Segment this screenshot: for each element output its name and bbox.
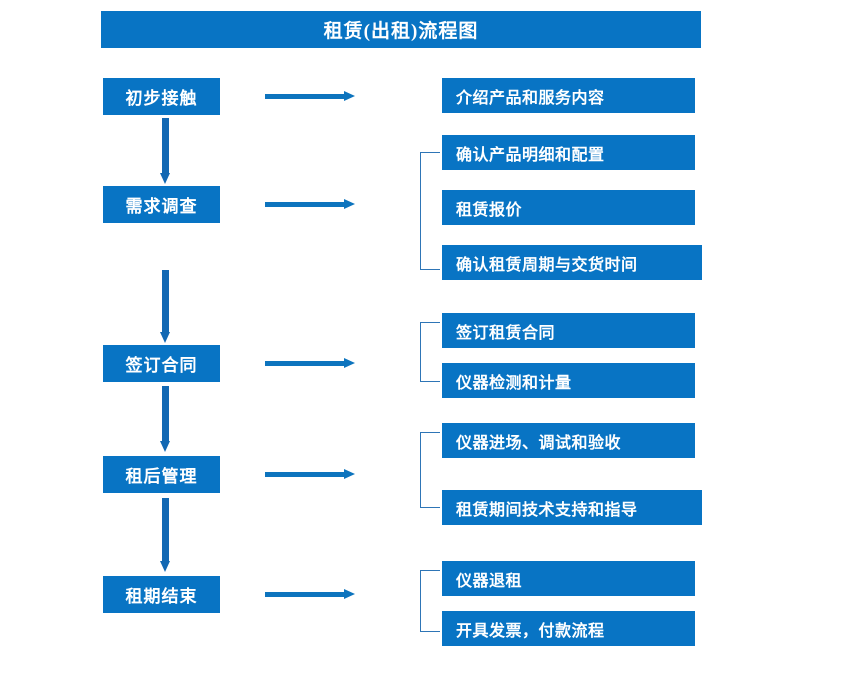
detail-box-confirm-lease-period[interactable]: 确认租赁周期与交货时间	[442, 245, 702, 280]
detail-box-instrument-return[interactable]: 仪器退租	[442, 561, 695, 596]
detail-box-instrument-entry-commissioning[interactable]: 仪器进场、调试和验收	[442, 423, 695, 458]
arrow-head	[160, 561, 170, 572]
arrow-head	[344, 91, 355, 101]
diagram-title: 租赁(出租)流程图	[101, 11, 701, 48]
arrow-head	[344, 589, 355, 599]
detail-box-technical-support[interactable]: 租赁期间技术支持和指导	[442, 490, 702, 525]
group-bracket-lease-end	[420, 570, 440, 632]
stage-box-requirement-survey[interactable]: 需求调查	[103, 186, 220, 223]
horizontal-arrow-requirement-survey	[265, 199, 355, 210]
detail-box-instrument-inspection[interactable]: 仪器检测和计量	[442, 363, 695, 398]
arrow-head	[344, 199, 355, 209]
arrow-shaft	[265, 361, 345, 366]
vertical-arrow-management-to-lease-end	[160, 498, 171, 572]
stage-box-post-lease-management[interactable]: 租后管理	[103, 456, 220, 493]
arrow-head	[344, 358, 355, 368]
stage-box-initial-contact[interactable]: 初步接触	[103, 78, 220, 115]
horizontal-arrow-sign-contract	[265, 358, 355, 369]
arrow-shaft	[265, 592, 345, 597]
group-bracket-post-lease-management	[420, 432, 440, 508]
vertical-arrow-contract-to-management	[160, 386, 171, 452]
arrow-shaft	[162, 386, 169, 441]
detail-box-invoice-payment[interactable]: 开具发票，付款流程	[442, 611, 695, 646]
horizontal-arrow-initial-contact	[265, 91, 355, 102]
arrow-shaft	[265, 472, 345, 477]
arrow-head	[344, 469, 355, 479]
stage-box-lease-end[interactable]: 租期结束	[103, 576, 220, 613]
arrow-head	[160, 332, 170, 343]
detail-box-sign-lease-contract[interactable]: 签订租赁合同	[442, 313, 695, 348]
vertical-arrow-survey-to-contract	[160, 270, 171, 343]
group-bracket-requirement-survey	[420, 152, 440, 270]
arrow-head	[160, 173, 170, 184]
arrow-head	[160, 441, 170, 452]
arrow-shaft	[162, 118, 169, 173]
detail-box-introduce-products[interactable]: 介绍产品和服务内容	[442, 78, 695, 113]
horizontal-arrow-lease-end	[265, 589, 355, 600]
horizontal-arrow-post-lease-management	[265, 469, 355, 480]
arrow-shaft	[162, 270, 169, 332]
vertical-arrow-contact-to-survey	[160, 118, 171, 184]
detail-box-lease-quotation[interactable]: 租赁报价	[442, 190, 695, 225]
group-bracket-sign-contract	[420, 322, 440, 382]
detail-box-confirm-product-details[interactable]: 确认产品明细和配置	[442, 135, 695, 170]
arrow-shaft	[265, 202, 345, 207]
arrow-shaft	[162, 498, 169, 561]
stage-box-sign-contract[interactable]: 签订合同	[103, 345, 220, 382]
arrow-shaft	[265, 94, 345, 99]
